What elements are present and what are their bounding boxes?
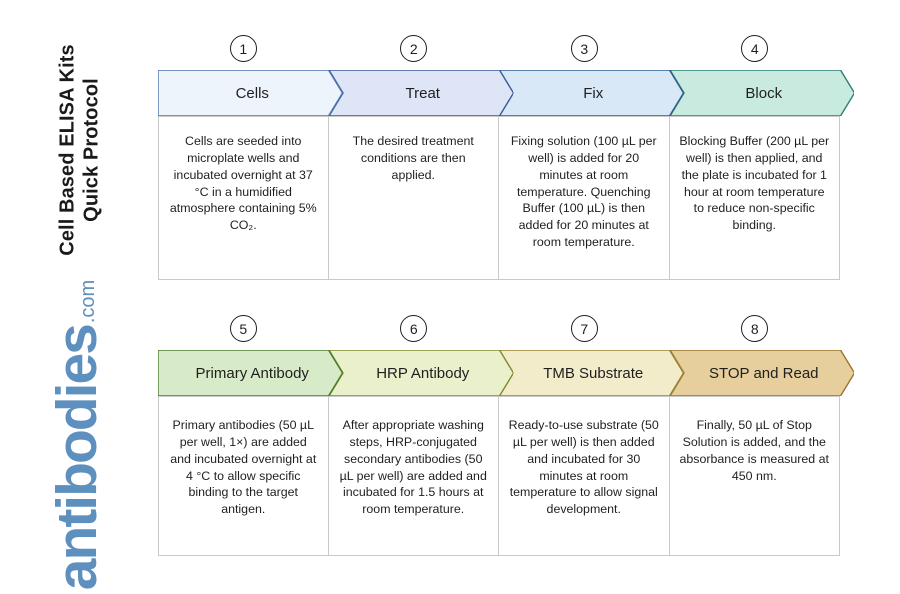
step-chevron-shape [328, 70, 513, 116]
step-number-badge: 8 [741, 315, 769, 342]
step-chevron[interactable]: HRP Antibody [328, 350, 513, 396]
step-chevron[interactable]: Treat [328, 70, 513, 116]
step-description-text: The desired treatment conditions are the… [352, 134, 474, 182]
step-description-cell: Ready-to-use substrate (50 µL per well) … [499, 396, 670, 556]
step-description-text: Cells are seeded into microplate wells a… [169, 134, 317, 233]
step-description-cell: After appropriate washing steps, HRP-con… [328, 396, 499, 556]
step-description-strip-2: Primary antibodies (50 µL per well, 1×) … [158, 396, 840, 556]
step-description-cell: Cells are seeded into microplate wells a… [158, 116, 329, 280]
step-number-strip-2: 5 6 7 8 [158, 314, 840, 350]
step-description-cell: Fixing solution (100 µL per well) is add… [499, 116, 670, 280]
step-description-strip-1: Cells are seeded into microplate wells a… [158, 116, 840, 280]
step-chevron[interactable]: Fix [499, 70, 684, 116]
step-number-badge: 2 [400, 35, 428, 62]
step-number-badge: 1 [229, 35, 257, 62]
page-title: Cell Based ELISA Kits Quick Protocol [0, 0, 160, 300]
step-description-text: Ready-to-use substrate (50 µL per well) … [508, 418, 659, 517]
step-chevron[interactable]: Block [669, 70, 854, 116]
step-chevron-shape [158, 350, 343, 396]
step-number-badge: 5 [229, 315, 257, 342]
step-description-text: Fixing solution (100 µL per well) is add… [510, 134, 657, 250]
step-chevron[interactable]: TMB Substrate [499, 350, 684, 396]
page-title-line-2: Quick Protocol [81, 78, 103, 222]
step-description-cell: The desired treatment conditions are the… [328, 116, 499, 280]
step-description-cell: Finally, 50 µL of Stop Solution is added… [669, 396, 840, 556]
step-chevron-shape [499, 350, 684, 396]
step-chevron-shape [499, 70, 684, 116]
brand-logo-wordmark: antibodies [44, 325, 109, 591]
step-number-badge: 3 [570, 35, 598, 62]
step-description-text: Blocking Buffer (200 µL per well) is the… [679, 134, 830, 233]
page-title-line-1: Cell Based ELISA Kits [56, 44, 79, 256]
step-chevron-shape [158, 70, 343, 116]
brand-logo: antibodies .com [0, 280, 160, 590]
step-description-cell: Blocking Buffer (200 µL per well) is the… [669, 116, 840, 280]
brand-logo-tld: .com [76, 279, 99, 324]
step-chevron[interactable]: Primary Antibody [158, 350, 343, 396]
step-description-text: After appropriate washing steps, HRP-con… [339, 418, 487, 517]
step-description-cell: Primary antibodies (50 µL per well, 1×) … [158, 396, 329, 556]
step-number-badge: 7 [570, 315, 598, 342]
step-chevron-shape [328, 350, 513, 396]
step-description-text: Primary antibodies (50 µL per well, 1×) … [170, 418, 317, 517]
step-number-badge: 6 [400, 315, 428, 342]
step-description-text: Finally, 50 µL of Stop Solution is added… [679, 418, 829, 483]
step-number-badge: 4 [741, 35, 769, 62]
step-chevron-shape [669, 350, 854, 396]
step-chevron-shape [669, 70, 854, 116]
step-chevron[interactable]: STOP and Read [669, 350, 854, 396]
step-number-strip-1: 1 2 3 4 [158, 34, 840, 70]
step-chevron[interactable]: Cells [158, 70, 343, 116]
